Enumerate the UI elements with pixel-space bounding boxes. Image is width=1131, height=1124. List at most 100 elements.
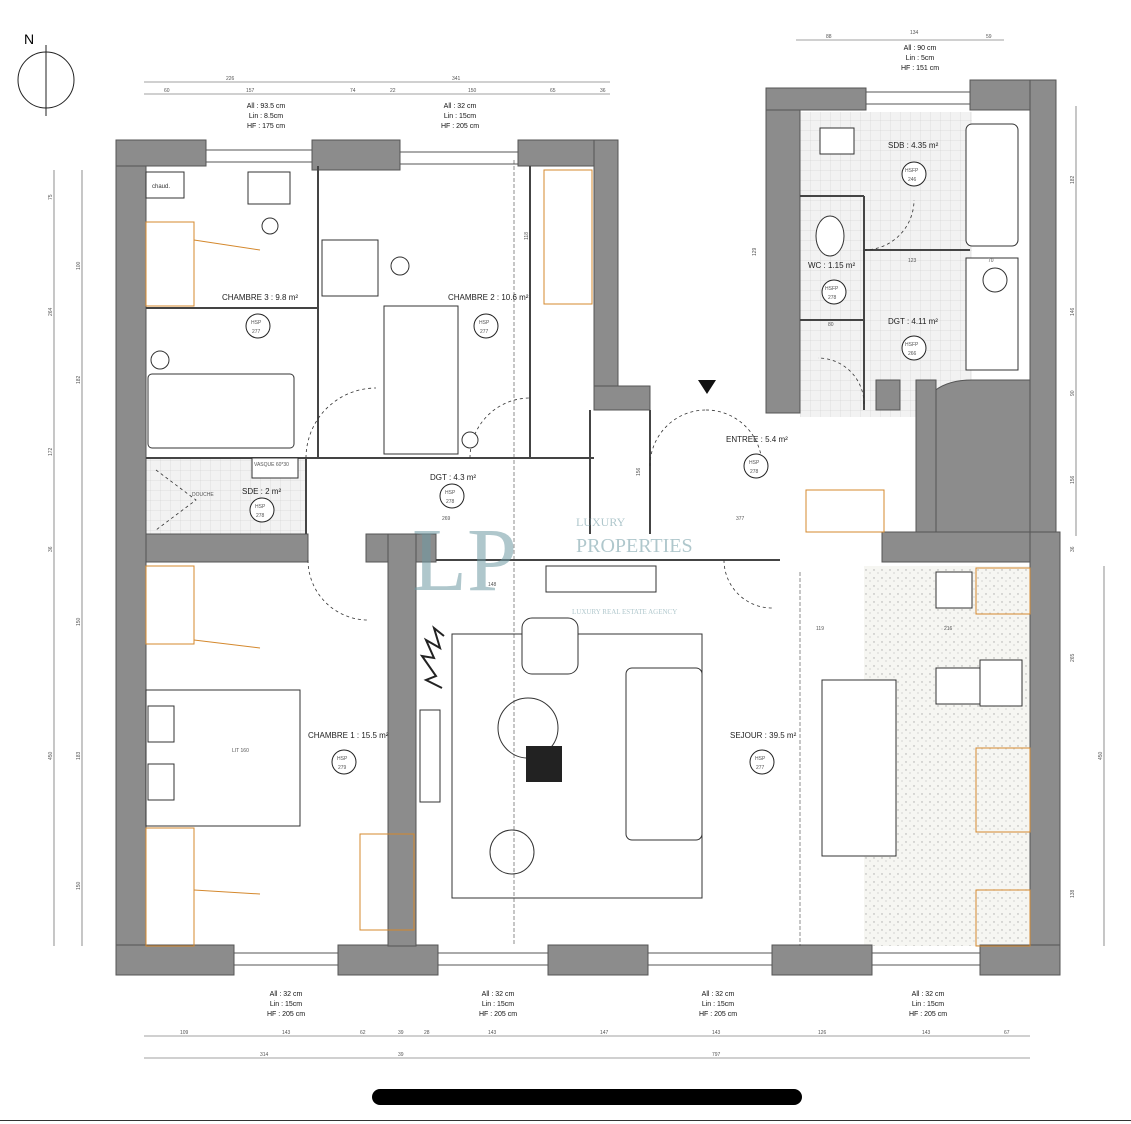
svg-text:HSP: HSP <box>337 756 348 762</box>
bath-floor <box>800 112 972 417</box>
svg-text:All : 32 cm: All : 32 cm <box>270 991 303 998</box>
svg-text:All : 32 cm: All : 32 cm <box>912 991 945 998</box>
bath-sink <box>819 127 855 155</box>
svg-text:147: 147 <box>600 1030 609 1036</box>
sofa <box>625 667 703 841</box>
bathtub <box>965 123 1019 247</box>
svg-text:70: 70 <box>988 258 994 264</box>
room-labels: CHAMBRE 3 : 9.8 m² HSP 277 CHAMBRE 2 : 1… <box>222 141 939 775</box>
svg-text:Lin : 15cm: Lin : 15cm <box>702 1001 734 1008</box>
svg-text:182: 182 <box>1070 175 1076 184</box>
svg-text:HF : 151 cm: HF : 151 cm <box>901 65 939 72</box>
svg-text:118: 118 <box>524 232 530 240</box>
svg-text:28: 28 <box>424 1030 430 1036</box>
doors <box>155 199 915 621</box>
svg-text:LUXURY: LUXURY <box>576 515 626 529</box>
svg-text:156: 156 <box>1070 475 1076 484</box>
compass-label: N <box>24 31 34 47</box>
furniture: chaud. LIT 160 VASQUE 60*30 DOUCHE <box>145 123 1023 899</box>
svg-text:HF : 175 cm: HF : 175 cm <box>247 123 285 130</box>
svg-text:36: 36 <box>600 88 606 94</box>
bottom-dimensions: 109 143 62 39 28 143 147 143 126 143 67 … <box>180 1030 1010 1058</box>
svg-text:138: 138 <box>1070 889 1076 898</box>
svg-text:216: 216 <box>944 626 953 632</box>
windows <box>205 91 981 966</box>
svg-text:119: 119 <box>816 626 824 632</box>
room-chambre2: CHAMBRE 2 : 10.6 m² HSP 277 <box>448 293 529 339</box>
svg-text:134: 134 <box>910 30 919 36</box>
svg-text:All : 93.5 cm: All : 93.5 cm <box>247 103 286 110</box>
svg-text:377: 377 <box>736 516 745 522</box>
svg-text:HF : 205 cm: HF : 205 cm <box>441 123 479 130</box>
svg-text:All : 32 cm: All : 32 cm <box>482 991 515 998</box>
svg-text:278: 278 <box>446 499 455 505</box>
svg-text:Lin : 5cm: Lin : 5cm <box>906 55 935 62</box>
svg-text:HSP: HSP <box>755 756 766 762</box>
svg-text:278: 278 <box>828 295 837 301</box>
svg-text:88: 88 <box>826 34 832 40</box>
svg-text:126: 126 <box>818 1030 827 1036</box>
svg-text:143: 143 <box>282 1030 291 1036</box>
compass-icon: N <box>17 31 75 116</box>
svg-text:CHAMBRE 2 : 10.6 m²: CHAMBRE 2 : 10.6 m² <box>448 293 529 302</box>
room-sde: SDE : 2 m² HSP 278 <box>242 487 281 523</box>
svg-text:SDB : 4.35 m²: SDB : 4.35 m² <box>888 141 939 150</box>
window-specs: All : 93.5 cm Lin : 8.5cm HF : 175 cm Al… <box>247 45 947 1018</box>
svg-text:62: 62 <box>360 1030 366 1036</box>
svg-text:DGT : 4.11 m²: DGT : 4.11 m² <box>888 317 938 326</box>
plant-icon <box>419 625 445 689</box>
bed-chambre3 <box>147 373 295 449</box>
cooktop <box>979 659 1023 707</box>
vasque-label: VASQUE 60*30 <box>254 462 289 468</box>
svg-text:HF : 205 cm: HF : 205 cm <box>909 1011 947 1018</box>
svg-text:Lin : 15cm: Lin : 15cm <box>270 1001 302 1008</box>
bed-label: LIT 160 <box>232 748 249 754</box>
room-dgt-right: DGT : 4.11 m² HSFP 266 <box>888 317 938 361</box>
left-dimensions: 75 100 264 182 172 36 150 450 183 150 <box>48 194 82 890</box>
svg-text:Lin : 8.5cm: Lin : 8.5cm <box>249 113 283 120</box>
svg-text:60: 60 <box>164 88 170 94</box>
svg-text:450: 450 <box>48 751 54 760</box>
room-entree: ENTREE : 5.4 m² HSP 278 <box>726 435 788 479</box>
room-chambre1: CHAMBRE 1 : 15.5 m² HSP 279 <box>308 731 389 775</box>
svg-text:39: 39 <box>398 1030 404 1036</box>
svg-text:797: 797 <box>712 1052 721 1058</box>
svg-text:277: 277 <box>480 329 489 335</box>
svg-text:HSP: HSP <box>479 320 490 326</box>
svg-text:80: 80 <box>828 322 834 328</box>
svg-text:Lin : 15cm: Lin : 15cm <box>444 113 476 120</box>
svg-text:HSFP: HSFP <box>905 342 919 348</box>
douche-label: DOUCHE <box>192 492 214 498</box>
svg-text:LUXURY REAL ESTATE AGENCY: LUXURY REAL ESTATE AGENCY <box>572 608 677 616</box>
home-indicator <box>372 1089 802 1105</box>
svg-text:22: 22 <box>390 88 396 94</box>
svg-text:65: 65 <box>550 88 556 94</box>
svg-text:SEJOUR : 39.5 m²: SEJOUR : 39.5 m² <box>730 731 797 740</box>
svg-text:156: 156 <box>636 467 642 476</box>
svg-text:All : 32 cm: All : 32 cm <box>444 103 477 110</box>
svg-text:150: 150 <box>76 881 82 890</box>
svg-text:277: 277 <box>756 765 765 771</box>
window-spec-5: All : 32 cm Lin : 15cm HF : 205 cm <box>479 991 517 1018</box>
svg-text:SDE : 2 m²: SDE : 2 m² <box>242 487 281 496</box>
boiler <box>145 171 185 199</box>
room-wc: WC : 1.15 m² HSFP 278 <box>808 261 855 305</box>
svg-text:146: 146 <box>1070 307 1076 316</box>
room-sejour: SEJOUR : 39.5 m² HSP 277 <box>730 731 797 775</box>
svg-text:266: 266 <box>908 351 917 357</box>
window-spec-6: All : 32 cm Lin : 15cm HF : 205 cm <box>699 991 737 1018</box>
svg-text:148: 148 <box>488 582 497 588</box>
svg-text:36: 36 <box>48 546 54 552</box>
svg-text:182: 182 <box>76 375 82 384</box>
svg-text:HF : 205 cm: HF : 205 cm <box>267 1011 305 1018</box>
svg-text:143: 143 <box>922 1030 931 1036</box>
svg-text:172: 172 <box>48 447 54 456</box>
svg-text:HSFP: HSFP <box>905 168 919 174</box>
watermark: LP LUXURY PROPERTIES LUXURY REAL ESTATE … <box>412 511 693 616</box>
svg-text:36: 36 <box>1070 546 1076 552</box>
svg-text:CHAMBRE 3 : 9.8 m²: CHAMBRE 3 : 9.8 m² <box>222 293 298 302</box>
window-spec-7: All : 32 cm Lin : 15cm HF : 205 cm <box>909 991 947 1018</box>
svg-text:226: 226 <box>226 76 235 82</box>
shoe-cabinet <box>545 565 657 593</box>
dimension-lines <box>53 39 1105 1059</box>
